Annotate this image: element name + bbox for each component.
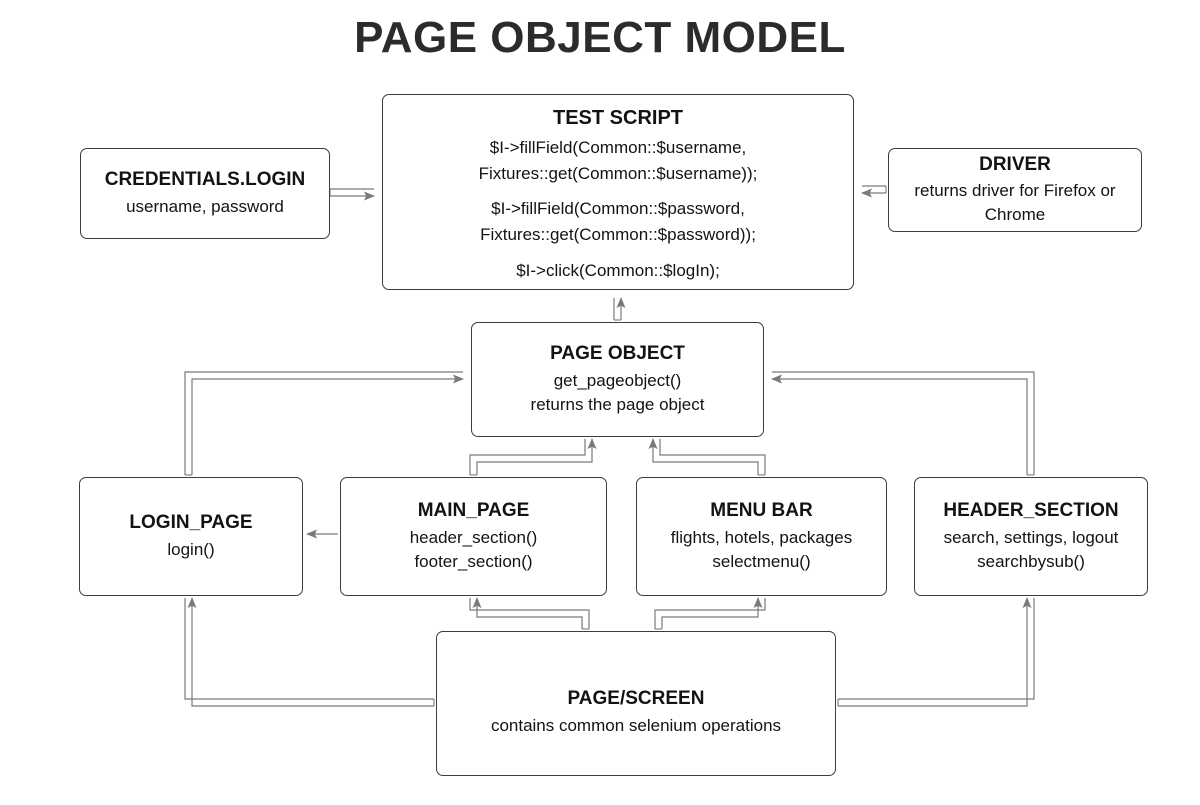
connector-menu-bar-to-page-object (648, 438, 766, 476)
connector-header-section-to-page-object (771, 371, 1035, 476)
connector-driver-to-test-script (861, 185, 887, 198)
node-login-page[interactable]: LOGIN_PAGE login() (79, 477, 303, 596)
connector-credentials-to-test-script (329, 188, 375, 201)
node-menu-bar-title: MENU BAR (710, 500, 813, 522)
connector-page-screen-to-menu-bar (654, 597, 766, 630)
node-test-script-title: TEST SCRIPT (552, 107, 683, 129)
connector-page-object-to-test-script (613, 297, 626, 321)
node-page-object[interactable]: PAGE OBJECT get_pageobject() returns the… (471, 322, 764, 437)
node-test-script-line-5: $I->click(Common::$logIn); (516, 260, 720, 280)
node-page-screen-title: PAGE/SCREEN (567, 688, 705, 710)
node-page-object-line-1: get_pageobject() (553, 370, 682, 390)
node-test-script-line-2: Fixtures::get(Common::$username)); (478, 163, 758, 183)
node-page-screen-line-1: contains common selenium operations (490, 715, 782, 735)
node-menu-bar-line-2: selectmenu() (712, 551, 811, 571)
node-test-script[interactable]: TEST SCRIPT $I->fillField(Common::$usern… (382, 94, 854, 290)
node-page-object-line-2: returns the page object (530, 394, 705, 414)
node-login-page-title: LOGIN_PAGE (129, 512, 253, 534)
page-title: PAGE OBJECT MODEL (354, 13, 846, 62)
node-menu-bar-line-1: flights, hotels, packages (670, 527, 853, 547)
node-header-section[interactable]: HEADER_SECTION search, settings, logout … (914, 477, 1148, 596)
node-header-section-line-2: searchbysub() (977, 551, 1085, 571)
connector-login-page-to-page-object (184, 371, 464, 476)
node-credentials-login-title: CREDENTIALS.LOGIN (104, 169, 306, 191)
node-credentials-login[interactable]: CREDENTIALS.LOGIN username, password (80, 148, 330, 239)
node-main-page-line-1: header_section() (409, 527, 538, 547)
node-main-page[interactable]: MAIN_PAGE header_section() footer_sectio… (340, 477, 607, 596)
node-page-object-title: PAGE OBJECT (550, 343, 685, 365)
connector-page-screen-to-header-section (837, 597, 1035, 707)
node-login-page-line-1: login() (167, 539, 215, 559)
node-driver-title: DRIVER (979, 153, 1051, 175)
node-header-section-line-1: search, settings, logout (943, 527, 1119, 547)
node-test-script-line-1: $I->fillField(Common::$username, (489, 138, 747, 157)
connector-main-page-to-page-object (469, 438, 597, 476)
node-driver[interactable]: DRIVER returns driver for Firefox or Chr… (888, 148, 1142, 232)
node-main-page-title: MAIN_PAGE (417, 500, 530, 522)
node-test-script-line-4: Fixtures::get(Common::$password)); (480, 224, 756, 244)
node-main-page-line-2: footer_section() (414, 551, 533, 571)
connector-page-screen-to-main-page (469, 597, 590, 630)
node-credentials-login-line-1: username, password (126, 196, 284, 216)
connector-page-screen-to-login-page (184, 597, 435, 707)
node-test-script-line-3: $I->fillField(Common::$password, (491, 199, 745, 219)
node-driver-line-1: returns driver for Firefox or Chrome (914, 181, 1116, 225)
node-page-screen[interactable]: PAGE/SCREEN contains common selenium ope… (436, 631, 836, 776)
node-header-section-title: HEADER_SECTION (943, 500, 1119, 522)
node-menu-bar[interactable]: MENU BAR flights, hotels, packages selec… (636, 477, 887, 596)
